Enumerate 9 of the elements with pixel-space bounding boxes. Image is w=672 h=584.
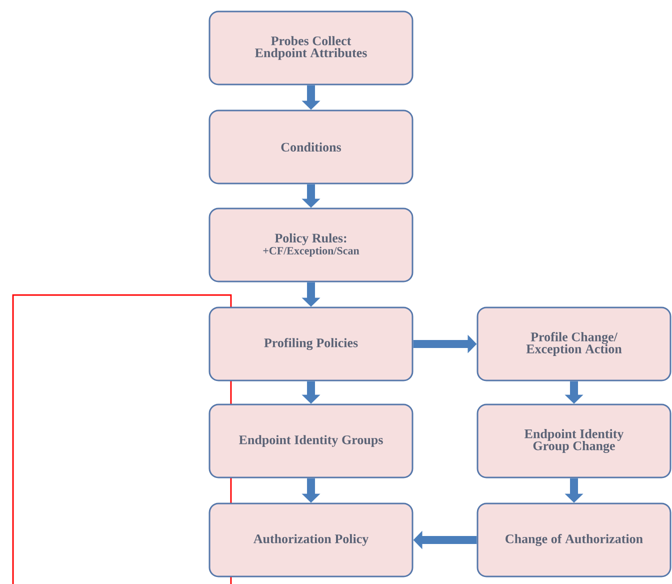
process-box: Probes Collect Endpoint Attributes [208,10,414,86]
process-box: Profiling Policies [208,306,414,382]
process-box: Endpoint Identity Group Change [476,404,672,478]
process-box: Change of Authorization [476,502,672,578]
process-box: Profile Change/ Exception Action [476,306,672,382]
process-box: Endpoint Identity Groups [208,404,414,478]
process-box: Policy Rules: +CF/Exception/Scan [208,208,414,282]
process-box: Conditions [208,110,414,184]
process-box: Authorization Policy [208,502,414,578]
